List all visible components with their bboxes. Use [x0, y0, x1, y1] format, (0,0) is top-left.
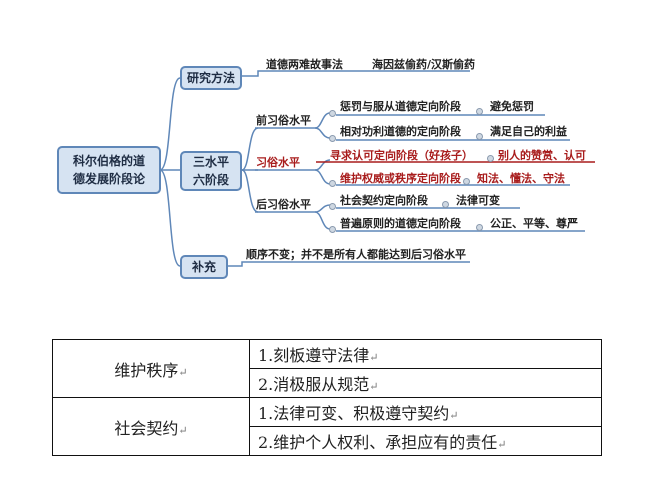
stage-6-text: 普遍原则的道德定向阶段: [340, 217, 461, 230]
level-name-conventional: 习俗水平: [256, 156, 300, 169]
research-method-label: 研究方法: [186, 71, 235, 85]
levels-label-line-1: 三水平: [192, 155, 229, 169]
supplement-node: 补充: [180, 255, 228, 279]
branch-dot-icon: [329, 180, 336, 187]
stage-1-text: 惩罚与服从道德定向阶段: [340, 100, 461, 113]
research-example-text: 海因兹偷药/汉斯偷药: [372, 58, 476, 71]
table-cell-right: 2.维护个人权利、承担应有的责任↵: [249, 426, 602, 456]
paragraph-mark-icon: ↵: [178, 423, 188, 437]
paragraph-mark-icon: ↵: [369, 380, 379, 393]
table-row: 2.维护个人权利、承担应有的责任↵: [53, 426, 602, 456]
branch-dot-icon: [329, 226, 336, 233]
paragraph-mark-icon: ↵: [449, 409, 459, 422]
table-cell-left: 社会契约↵: [52, 397, 250, 456]
paragraph-mark-icon: ↵: [497, 438, 507, 451]
cell-text: 1.法律可变、积极遵守契约: [258, 404, 450, 423]
stage-4-trait: 知法、懂法、守法: [477, 172, 565, 185]
paragraph-mark-icon: ↵: [369, 351, 379, 364]
cell-text: 2.维护个人权利、承担应有的责任: [258, 433, 498, 452]
levels-node: 三水平六阶段: [180, 151, 242, 191]
stage-3-text: 寻求认可定向阶段（好孩子）: [330, 149, 473, 162]
branch-dot-icon: [329, 110, 336, 117]
table-cell-right: 2.消极服从规范↵: [249, 368, 602, 398]
connector-lines: [159, 70, 595, 267]
branch-dot-icon: [476, 133, 483, 140]
level-name-post: 后习俗水平: [256, 198, 311, 211]
research-method-text: 道德两难故事法: [266, 58, 343, 71]
table-cell-right: 1.刻板遵守法律↵: [249, 339, 602, 369]
stage-5-text: 社会契约定向阶段: [340, 194, 428, 207]
branch-dot-icon: [487, 155, 494, 162]
research-method-node: 研究方法: [180, 66, 242, 90]
supplement-text: 顺序不变；并不是所有人都能达到后习俗水平: [246, 248, 466, 261]
table-row: 维护秩序↵ 1.刻板遵守法律↵: [52, 339, 602, 398]
supplement-label: 补充: [191, 260, 216, 274]
branch-dot-icon: [329, 203, 336, 210]
stage-2-trait: 满足自己的利益: [490, 125, 567, 138]
root-label-line-1: 科尔伯格的道: [72, 154, 145, 168]
branch-dot-icon: [463, 178, 470, 185]
levels-label-line-2: 六阶段: [192, 173, 229, 187]
cell-text: 维护秩序: [114, 360, 179, 380]
summary-table: 维护秩序↵ 1.刻板遵守法律↵ 2.消极服从规范↵ 社会契约↵ 1.法律可变、积…: [52, 339, 602, 456]
mind-map: 科尔伯格的道德发展阶段论 研究方法 三水平六阶段 补充 道德两难故事法 海因兹偷…: [57, 58, 595, 279]
branch-dot-icon: [442, 201, 449, 208]
table-row: 2.消极服从规范↵: [53, 368, 602, 398]
table-cell-left: 维护秩序↵: [52, 339, 250, 398]
summary-table-grid: 维护秩序↵ 1.刻板遵守法律↵ 2.消极服从规范↵ 社会契约↵ 1.法律可变、积…: [52, 339, 602, 456]
stage-2-text: 相对功利道德的定向阶段: [340, 125, 461, 138]
root-node: 科尔伯格的道德发展阶段论: [57, 146, 161, 194]
cell-text: 社会契约: [114, 418, 179, 438]
branch-dot-icon: [476, 224, 483, 231]
stage-3-trait: 别人的赞赏、认可: [498, 149, 586, 162]
cell-text: 2.消极服从规范: [258, 375, 370, 394]
stage-1-trait: 避免惩罚: [490, 100, 534, 113]
stage-5-trait: 法律可变: [456, 194, 500, 207]
paragraph-mark-icon: ↵: [178, 365, 188, 379]
stage-6-trait: 公正、平等、尊严: [490, 217, 578, 230]
table-cell-right: 1.法律可变、积极遵守契约↵: [249, 397, 602, 427]
cell-text: 1.刻板遵守法律: [258, 346, 370, 365]
branch-dot-icon: [329, 135, 336, 142]
root-label-line-2: 德发展阶段论: [72, 172, 145, 186]
table-row: 社会契约↵ 1.法律可变、积极遵守契约↵: [52, 397, 602, 456]
stage-4-text: 维护权威或秩序定向阶段: [340, 172, 461, 185]
branch-dot-icon: [476, 108, 483, 115]
level-name-pre: 前习俗水平: [256, 114, 311, 127]
